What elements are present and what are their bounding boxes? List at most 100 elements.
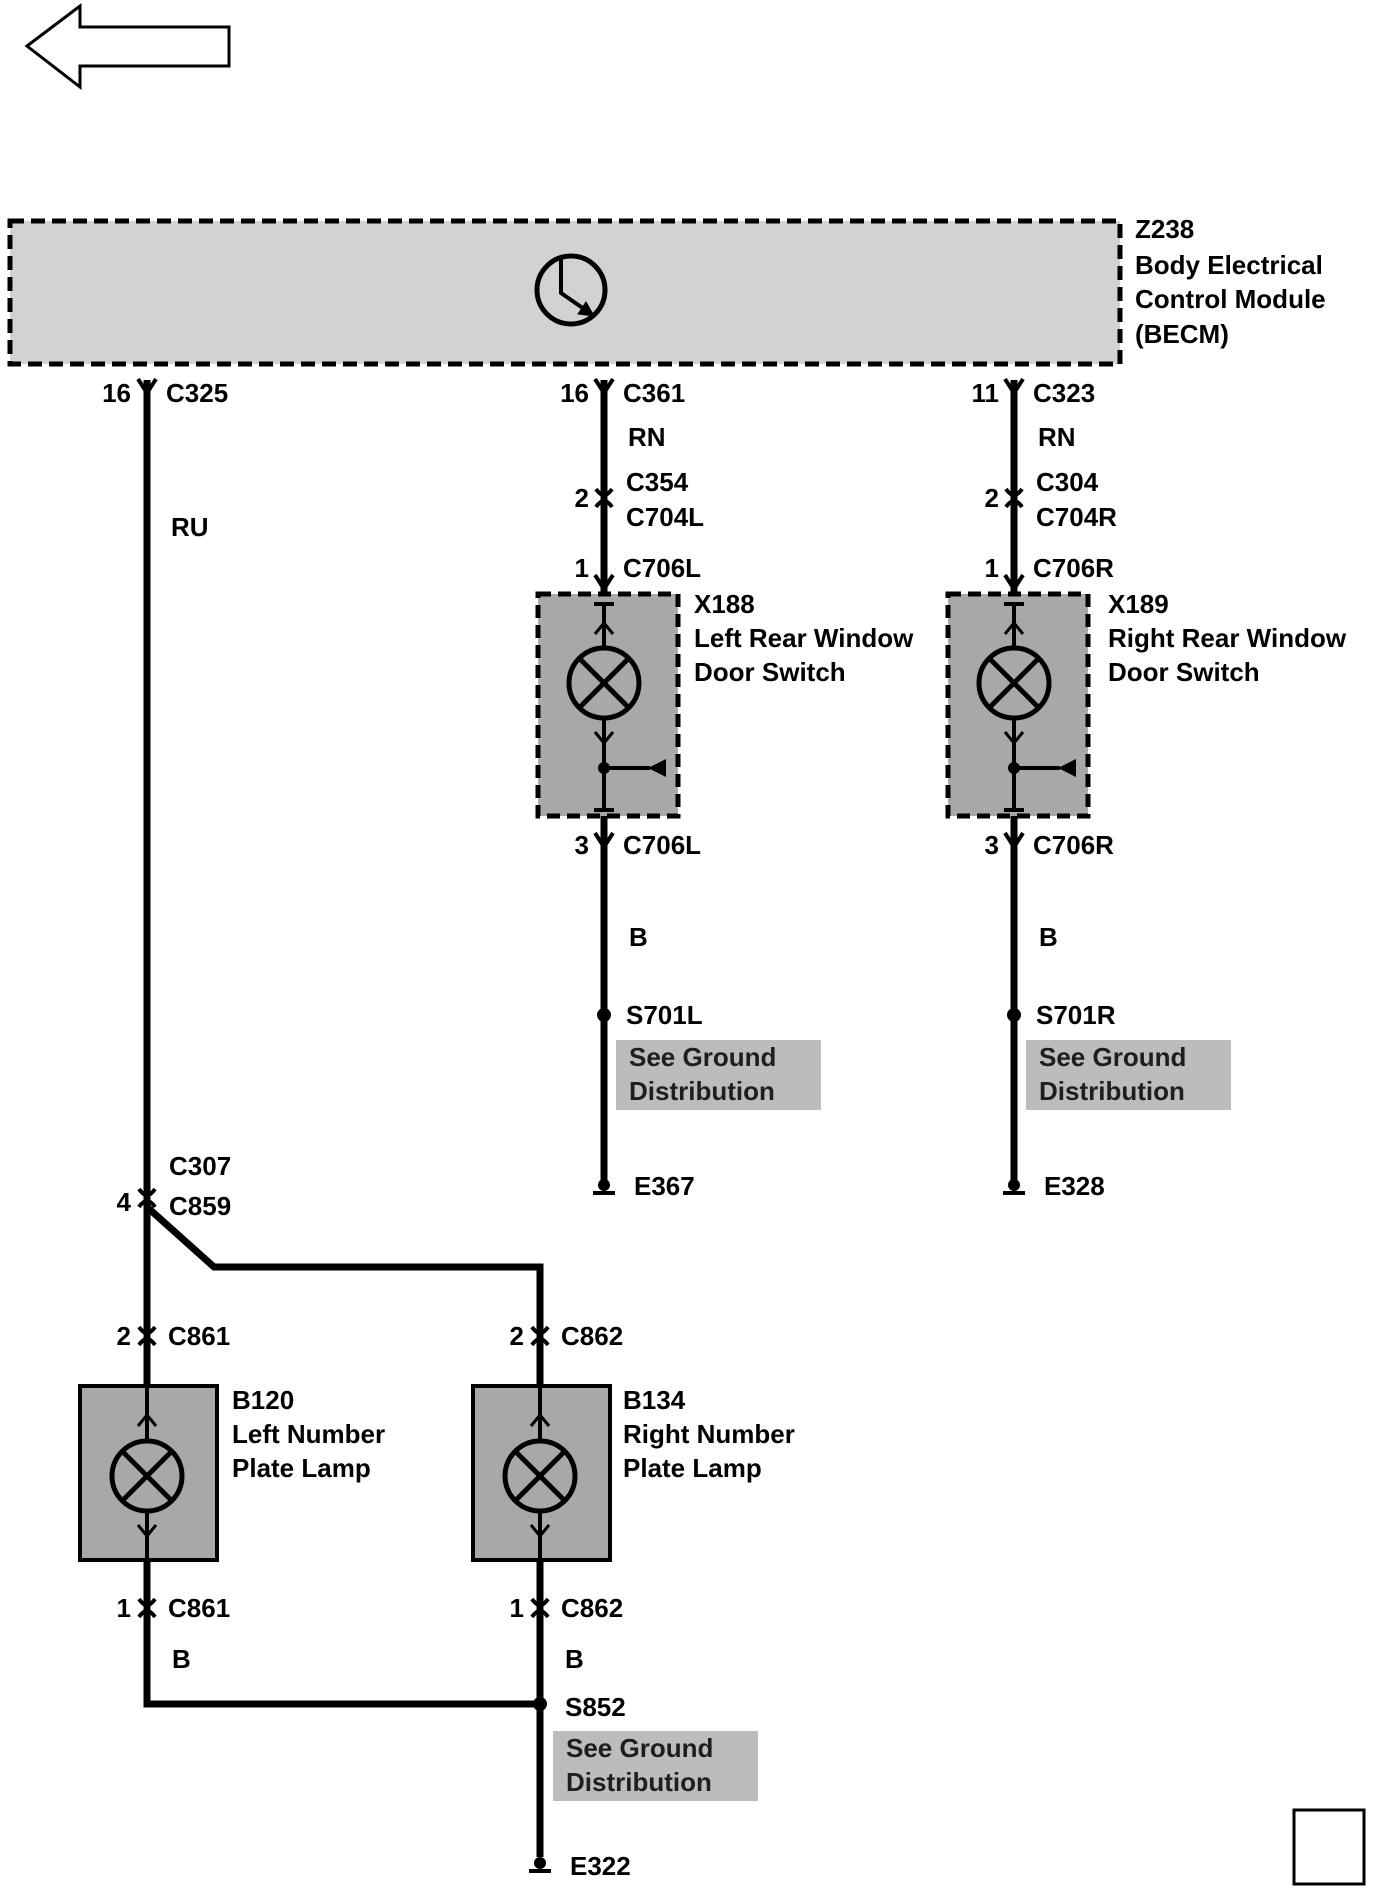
- pin-number: 4: [117, 1187, 132, 1217]
- connector-pin: [594, 499, 614, 509]
- chevron-up-icon: [1003, 620, 1025, 635]
- connector-id: C361: [623, 378, 685, 408]
- splice-id: S852: [565, 1692, 626, 1722]
- note-highlight: [1026, 1040, 1231, 1110]
- connector-socket: [137, 1325, 157, 1335]
- component-id: B134: [623, 1385, 686, 1415]
- connector-pin: [137, 1337, 157, 1347]
- wire-color-code: RU: [171, 512, 209, 542]
- pin-number: 2: [985, 483, 999, 513]
- connector-id: C706R: [1033, 830, 1114, 860]
- lamp-filament: [121, 1450, 173, 1502]
- transistor-leads: [559, 257, 589, 313]
- pin-number: 3: [985, 830, 999, 860]
- pin-number: 2: [510, 1321, 524, 1351]
- pin-number: 3: [575, 830, 589, 860]
- connector-id: C862: [561, 1321, 623, 1351]
- connector-socket: [137, 1597, 157, 1607]
- number-plate-lamp: [471, 1384, 612, 1562]
- ground-node: [534, 1857, 546, 1869]
- chevron-down-icon: [136, 1524, 158, 1539]
- pin-number: 2: [117, 1321, 131, 1351]
- lamp-filament: [514, 1450, 566, 1502]
- connector-id: C859: [169, 1191, 231, 1221]
- splice-icon: [1007, 1008, 1021, 1022]
- splice-id: S701R: [1036, 1000, 1116, 1030]
- connector-id: C706L: [623, 830, 701, 860]
- switch-output-connector-icon: [1003, 831, 1025, 851]
- note-line: See Ground: [629, 1042, 776, 1072]
- splice-id: S701L: [626, 1000, 703, 1030]
- module-name-line: Body Electrical: [1135, 250, 1323, 280]
- module-id: Z238: [1135, 214, 1194, 244]
- switch-output-connector-icon: [593, 831, 615, 851]
- note-line: Distribution: [629, 1076, 775, 1106]
- component-name-line: Door Switch: [1108, 657, 1260, 687]
- chevron-up-icon: [593, 620, 615, 635]
- inline-connector-icon: [137, 1187, 157, 1209]
- inline-connector-icon: [530, 1325, 550, 1347]
- connector-pin: [530, 1609, 550, 1619]
- component-name-line: Door Switch: [694, 657, 846, 687]
- inline-connector-icon: [530, 1597, 550, 1619]
- connector-id: C354: [626, 467, 689, 497]
- module-name-line: (BECM): [1135, 319, 1229, 349]
- component-name-line: Left Rear Window: [694, 623, 914, 653]
- arrow-left-icon[interactable]: [24, 2, 231, 91]
- pin-number: 16: [560, 378, 589, 408]
- number-plate-lamp: [78, 1384, 219, 1562]
- lamp-icon: [109, 1438, 185, 1514]
- ground-icon: [529, 1857, 551, 1873]
- note-line: See Ground: [1039, 1042, 1186, 1072]
- component-name-line: Plate Lamp: [232, 1453, 371, 1483]
- connector-socket: [594, 487, 614, 497]
- pin-number: 11: [972, 378, 1000, 408]
- connector-id: C862: [561, 1593, 623, 1623]
- connector-socket: [1004, 487, 1024, 497]
- module-connector-icon: [136, 377, 158, 397]
- note-line: Distribution: [1039, 1076, 1185, 1106]
- connector-socket: [530, 1597, 550, 1607]
- switch-housing: [535, 591, 681, 819]
- splice-icon: [533, 1697, 547, 1711]
- switch-contact-icon: [648, 759, 666, 777]
- connector-pin: [137, 1199, 157, 1209]
- chevron-up-icon: [529, 1412, 551, 1427]
- connector-id: C304: [1036, 467, 1099, 497]
- module-connector-icon: [593, 377, 615, 397]
- inline-connector-icon: [594, 487, 614, 509]
- connector-id: C325: [166, 378, 228, 408]
- back-button[interactable]: [24, 2, 231, 91]
- ground-node: [1008, 1179, 1020, 1191]
- connector-pin: [530, 1337, 550, 1347]
- door-switch: [945, 591, 1091, 819]
- connector-socket: [530, 1325, 550, 1335]
- ground-point-id: E328: [1044, 1171, 1105, 1201]
- page-corner-box[interactable]: [1292, 1808, 1366, 1886]
- connector-pin: [137, 1609, 157, 1619]
- feed-branch-wire: [144, 1204, 544, 1386]
- connector-id: C704R: [1036, 502, 1117, 532]
- ground-point-id: E367: [634, 1171, 695, 1201]
- component-id: X188: [694, 589, 755, 619]
- connector-id: C706R: [1033, 553, 1114, 583]
- connector-id: C861: [168, 1321, 230, 1351]
- transistor-arrow: [577, 301, 595, 317]
- wire-color-code: B: [565, 1644, 584, 1674]
- pin-number: 16: [102, 378, 131, 408]
- wire-color-code: B: [1039, 922, 1058, 952]
- ground-point-id: E322: [570, 1851, 631, 1881]
- switch-input-connector-icon: [1003, 573, 1025, 593]
- note-highlight: [616, 1040, 821, 1110]
- module-housing: [7, 218, 1123, 367]
- switch-contact-icon: [1058, 759, 1076, 777]
- component-name-line: Right Rear Window: [1108, 623, 1347, 653]
